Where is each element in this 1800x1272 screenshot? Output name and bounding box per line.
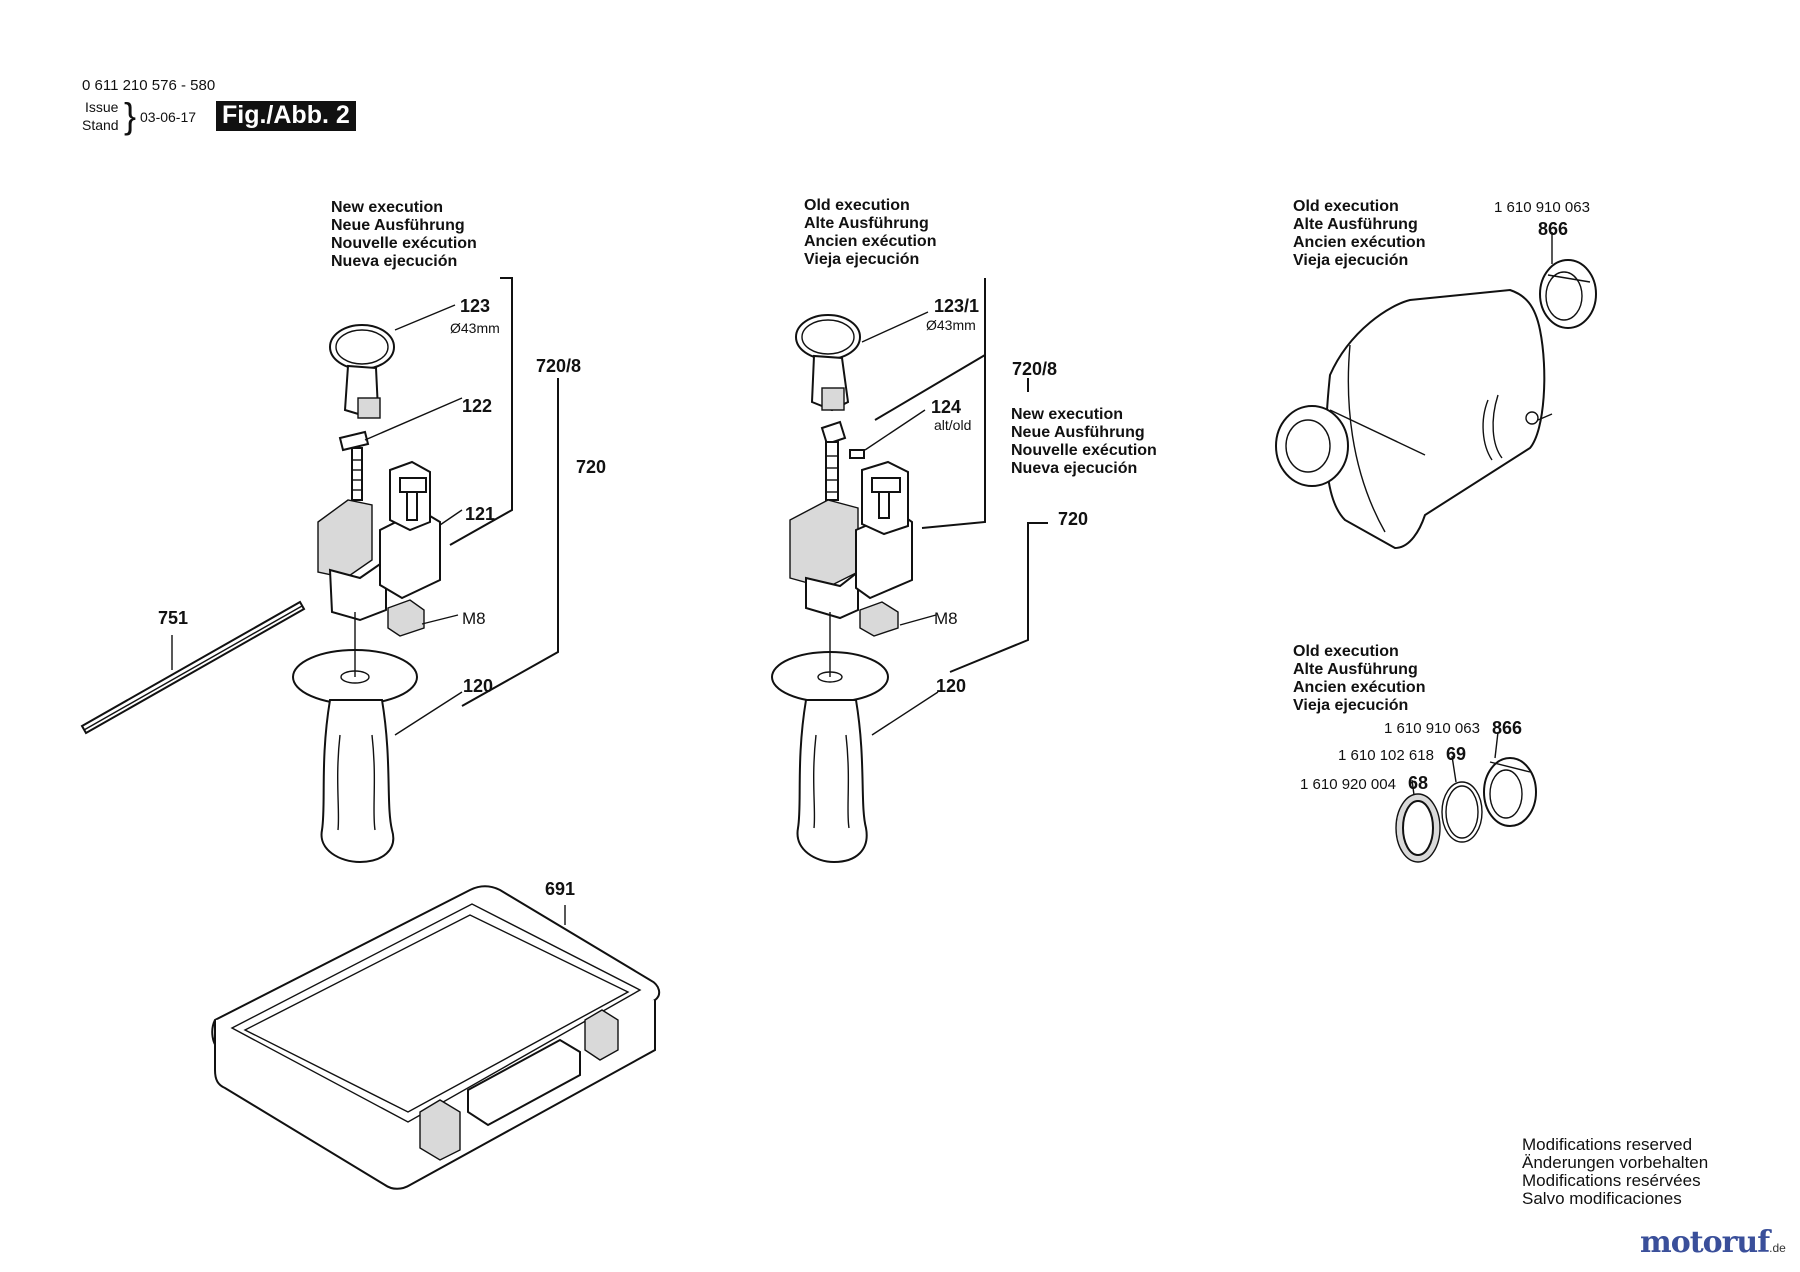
logo-tld: .de: [1769, 1241, 1786, 1255]
callout-120-left: 120: [463, 676, 494, 696]
leader-123-1: [861, 311, 929, 343]
part-range: 0 611 210 576 - 580: [82, 77, 216, 94]
leader-120-left: [394, 691, 463, 736]
leader-120-mid: [871, 691, 939, 736]
leader-121: [439, 509, 463, 526]
caption-old-execution-bearing: Old execution Alte Ausführung Ancien exé…: [1293, 643, 1426, 714]
leader-m8-left: [421, 614, 459, 625]
callout-866-top: 866: [1538, 219, 1569, 239]
bracket-upper-mid: [874, 354, 986, 421]
figure-label: Fig./Abb. 2: [216, 101, 356, 131]
bolt-122: [338, 430, 370, 501]
callout-68: 68: [1408, 773, 1429, 793]
callout-123-dim: Ø43mm: [450, 320, 500, 336]
brace-glyph: }: [124, 95, 137, 136]
leader-124: [864, 409, 926, 451]
middle-handle-assembly: [771, 278, 1048, 864]
callout-123-1-dim: Ø43mm: [926, 317, 976, 333]
callout-121: 121: [465, 504, 496, 524]
leader-m8-mid: [899, 614, 937, 626]
caption-old-execution-mid: Old execution Alte Ausführung Ancien exé…: [804, 197, 937, 268]
callout-691: 691: [545, 879, 576, 899]
depth-rod-751: [80, 600, 306, 735]
callout-720-8-left: 720/8: [536, 356, 582, 376]
callout-866-bot: 866: [1492, 718, 1523, 738]
caption-old-execution-gear: Old execution Alte Ausführung Ancien exé…: [1293, 198, 1426, 269]
side-handle-120: [292, 612, 418, 864]
side-handle-120-mid: [771, 612, 889, 864]
clamp-ring-123-1: [795, 314, 861, 412]
leader-122: [364, 397, 463, 441]
watermark-logo[interactable]: motoruf.de: [1640, 1228, 1786, 1258]
left-handle-assembly: [80, 277, 559, 864]
clamp-holder-121: [317, 460, 441, 637]
leader-123: [394, 304, 456, 331]
callout-m8-left: M8: [462, 609, 486, 628]
gear-housing: [1275, 232, 1597, 550]
callout-69: 69: [1446, 744, 1467, 764]
modifications-notice: Modifications reserved Änderungen vorbeh…: [1522, 1135, 1709, 1208]
callout-720-left: 720: [576, 457, 607, 477]
callout-124-note: alt/old: [934, 417, 972, 433]
callout-866-bot-pn: 1 610 910 063: [1384, 720, 1480, 737]
bracket-720-left: [461, 378, 559, 707]
caption-new-execution-left: New execution Neue Ausführung Nouvelle e…: [331, 199, 477, 270]
bracket-720-mid: [949, 522, 1048, 673]
bracket-720-8-left: [449, 277, 513, 546]
stand-label: Stand: [82, 117, 119, 133]
callout-122: 122: [462, 396, 493, 416]
clamp-holder-mid: [789, 460, 913, 637]
callout-123: 123: [460, 296, 491, 316]
bracket-720-8-mid: [921, 278, 986, 529]
callout-123-1: 123/1: [934, 296, 980, 316]
issue-label: Issue: [85, 99, 119, 115]
issue-date: 03-06-17: [140, 109, 197, 125]
callout-120-mid: 120: [936, 676, 967, 696]
bolt-124: [820, 420, 865, 501]
clamp-ring-123: [329, 324, 395, 419]
carrying-case-691: [211, 885, 661, 1190]
callout-720-mid: 720: [1058, 509, 1089, 529]
callout-751: 751: [158, 608, 189, 628]
callout-720-8-mid: 720/8: [1012, 359, 1058, 379]
callout-m8-mid: M8: [934, 609, 958, 628]
logo-text: motoruf: [1640, 1225, 1770, 1260]
bearing-set: [1395, 731, 1537, 863]
callout-69-pn: 1 610 102 618: [1338, 747, 1434, 764]
caption-new-execution-mid: New execution Neue Ausführung Nouvelle e…: [1011, 406, 1157, 477]
callout-68-pn: 1 610 920 004: [1300, 776, 1396, 793]
callout-866-top-pn: 1 610 910 063: [1494, 199, 1590, 216]
callout-124: 124: [931, 397, 962, 417]
